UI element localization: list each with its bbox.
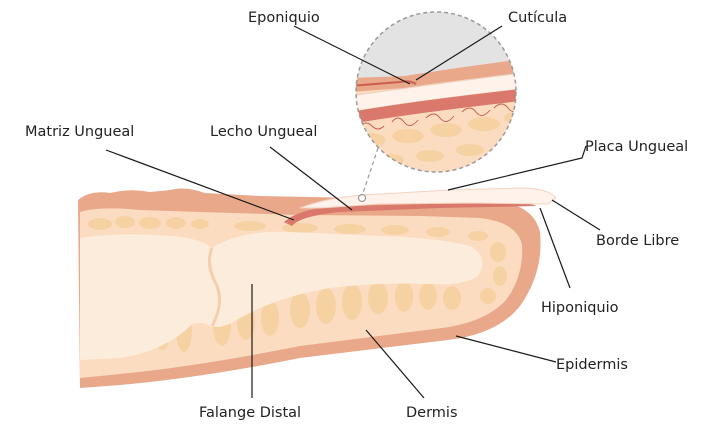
label-dermis: Dermis (406, 405, 458, 421)
label-cuticula: Cutícula (508, 10, 567, 26)
label-placa-ungueal: Placa Ungueal (585, 139, 688, 155)
label-hiponiquio: Hiponiquio (541, 300, 619, 316)
leader-hiponiquio (540, 208, 570, 288)
leader-epidermis (456, 336, 556, 362)
leader-borde-libre (552, 200, 600, 230)
label-matriz-ungueal: Matriz Ungueal (25, 124, 134, 140)
label-borde-libre: Borde Libre (596, 233, 679, 249)
label-eponiquio: Eponiquio (248, 10, 320, 26)
label-lecho-ungueal: Lecho Ungueal (210, 124, 317, 140)
finger (78, 188, 556, 388)
zoom-inset (350, 10, 530, 202)
zoom-anchor-dot (359, 195, 366, 202)
label-falange-distal: Falange Distal (199, 405, 301, 421)
zoom-connector (362, 148, 378, 196)
label-epidermis: Epidermis (556, 357, 628, 373)
